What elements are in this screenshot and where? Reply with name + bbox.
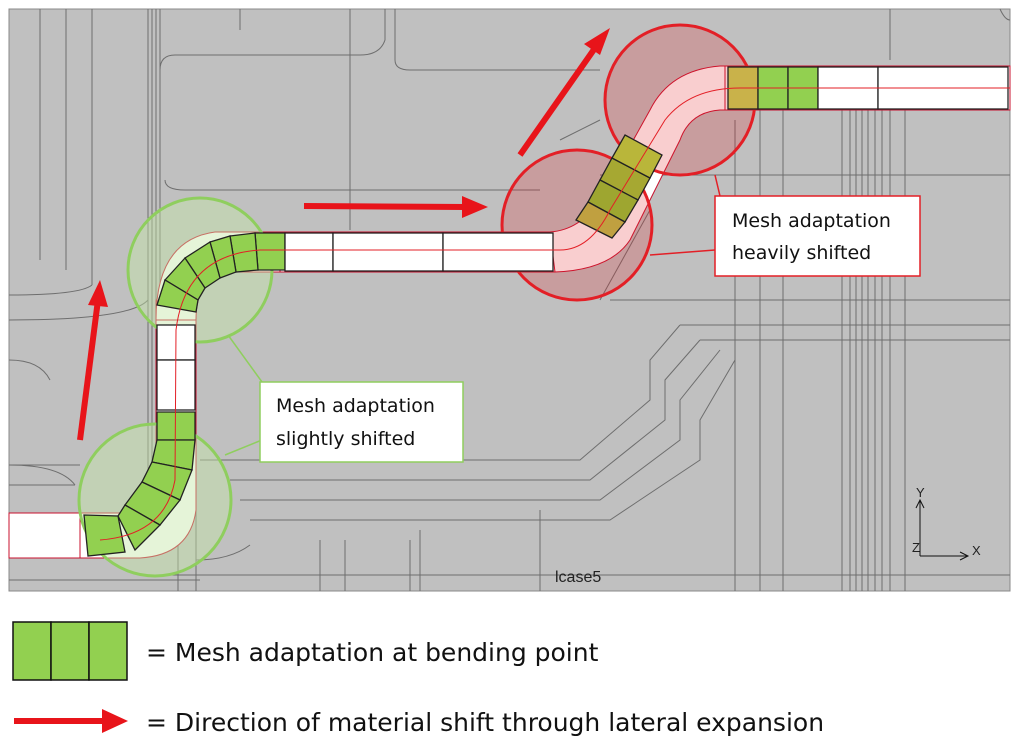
callout-red-line1: Mesh adaptation [732,210,891,232]
callout-green-line2: slightly shifted [276,428,415,450]
arrow-right-middle [303,196,488,218]
callout-red-line2: heavily shifted [732,242,871,264]
legend-mesh-label: = Mesh adaptation at bending point [146,638,599,667]
axis-y-label: Y [916,485,925,500]
simulation-viewport: Mesh adaptation heavily shifted Mesh ada… [8,8,1011,592]
axis-triad: Y Z X [912,485,981,561]
legend-arrow-label: = Direction of material shift through la… [146,708,824,737]
callout-slightly-shifted: Mesh adaptation slightly shifted [224,334,464,463]
axis-x-label: X [972,543,981,558]
strip-contours [99,87,1010,541]
axis-z-label: Z [912,540,920,555]
legend-mesh-swatch [12,621,128,681]
arrow-up-left [77,280,108,441]
callout-green-line1: Mesh adaptation [276,395,435,417]
legend: = Mesh adaptation at bending point = Dir… [12,621,824,737]
callout-heavily-shifted: Mesh adaptation heavily shifted [649,174,921,277]
arrow-up-right [517,28,610,157]
legend-arrow-swatch [14,709,128,733]
case-label: lcase5 [555,569,601,586]
direction-arrows [77,28,610,441]
mesh-cells [83,66,1009,557]
